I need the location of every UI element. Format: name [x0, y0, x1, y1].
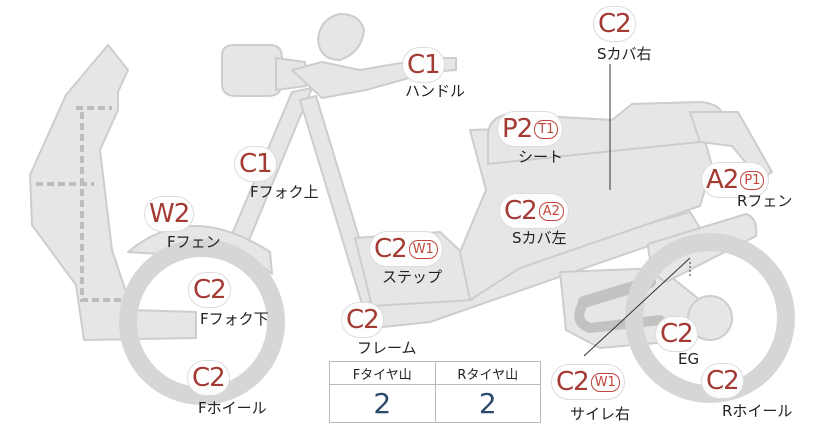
badge-f-fork-upper[interactable]: C1 — [234, 146, 277, 182]
code-r-fender: A2 — [706, 165, 739, 195]
code-s-cover-left: C2 — [504, 196, 538, 226]
front-wheel-shape — [119, 239, 285, 405]
label-f-fender: Fフェン — [167, 233, 221, 251]
code-handle: C1 — [407, 50, 441, 80]
badge-muffler-right[interactable]: C2 W1 — [551, 364, 625, 400]
badge-f-fender[interactable]: W2 — [144, 196, 195, 232]
label-s-cover-left: Sカバ左 — [512, 229, 567, 247]
code-f-fender: W2 — [149, 199, 190, 229]
label-f-fork-lower: Fフォク下 — [200, 310, 269, 328]
code-f-fork-upper: C1 — [239, 149, 273, 179]
front-cowl-shape — [29, 44, 197, 341]
front-tire-tread-header: Fタイヤ山 — [329, 361, 436, 385]
badge-f-wheel[interactable]: C2 — [187, 360, 230, 396]
cowl-seam-vertical — [80, 112, 122, 302]
headlight-shape — [221, 44, 283, 97]
code-engine: C2 — [660, 319, 694, 349]
label-engine: EG — [678, 350, 700, 368]
label-handle: ハンドル — [405, 82, 466, 100]
badge-s-cover-left[interactable]: C2 A2 — [499, 193, 569, 229]
tread-header-row: Fタイヤ山 Rタイヤ山 — [329, 361, 541, 385]
mirror-shape — [317, 13, 365, 61]
label-s-cover-right: Sカバ右 — [597, 45, 652, 63]
label-r-fender: Rフェン — [737, 192, 793, 210]
badge-step[interactable]: C2 W1 — [369, 231, 443, 267]
badge-seat[interactable]: P2 T1 — [497, 111, 564, 147]
badge-f-fork-lower[interactable]: C2 — [188, 272, 231, 308]
badge-handle[interactable]: C1 — [402, 47, 445, 83]
code-s-cover-right: C2 — [598, 9, 632, 39]
badge-r-fender[interactable]: A2 P1 — [701, 162, 770, 198]
rear-tire-tread-value: 2 — [434, 384, 541, 423]
badge-s-cover-right[interactable]: C2 — [593, 6, 636, 42]
code-frame: C2 — [346, 305, 380, 335]
label-f-fork-upper: Fフォク上 — [250, 183, 319, 201]
tread-value-row: 2 2 — [329, 384, 541, 423]
sub-step: W1 — [408, 239, 438, 259]
code-f-fork-lower: C2 — [193, 275, 227, 305]
label-r-wheel: Rホイール — [722, 402, 793, 420]
code-r-wheel: C2 — [706, 366, 740, 396]
sub-seat: T1 — [534, 119, 559, 139]
label-f-wheel: Fホイール — [198, 399, 267, 417]
code-f-wheel: C2 — [192, 363, 226, 393]
code-seat: P2 — [502, 114, 533, 144]
leader-muffler-right — [583, 257, 691, 357]
rear-tire-tread-header: Rタイヤ山 — [434, 361, 541, 385]
sub-r-fender: P1 — [740, 170, 765, 190]
sub-muffler-right: W1 — [590, 372, 620, 392]
sub-s-cover-left: A2 — [538, 201, 564, 221]
label-frame: フレーム — [357, 339, 417, 357]
drive-belt-bottom-shape — [574, 297, 665, 333]
code-step: C2 — [374, 234, 408, 264]
badge-r-wheel[interactable]: C2 — [701, 363, 744, 399]
label-seat: シート — [518, 148, 564, 166]
code-muffler-right: C2 — [556, 367, 590, 397]
tire-tread-table: Fタイヤ山 Rタイヤ山 2 2 — [329, 361, 541, 423]
badge-engine[interactable]: C2 — [655, 316, 698, 352]
label-step: ステップ — [382, 268, 443, 286]
label-muffler-right: サイレ右 — [570, 405, 631, 423]
badge-frame[interactable]: C2 — [341, 302, 384, 338]
front-tire-tread-value: 2 — [329, 384, 436, 423]
headlight-visor-shape — [275, 57, 307, 91]
